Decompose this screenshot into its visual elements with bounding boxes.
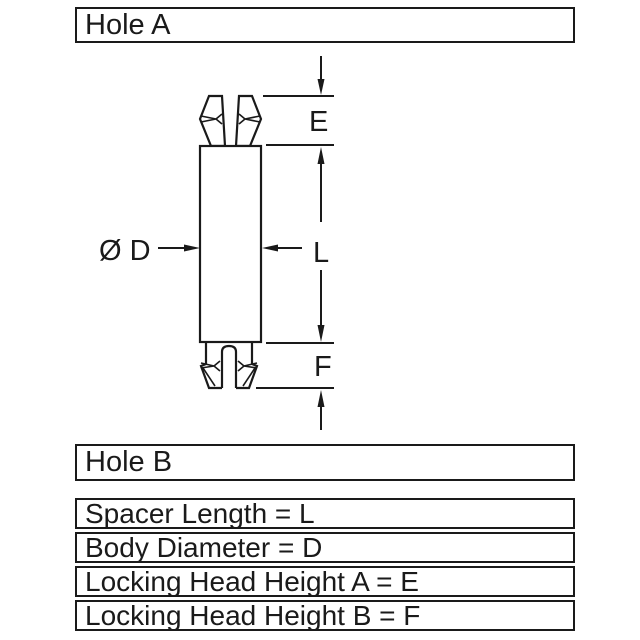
legend-row-locking-head-height-b: Locking Head Height B = F [75,600,575,631]
left-foot-chamfer-line [202,367,216,387]
dim-d-leader [158,244,200,252]
bottom-right-prong [236,342,259,390]
arrowhead-down-to-head-a-top [317,79,325,95]
arrowhead-right-to-body-left-edge [184,244,200,252]
legend-table: Spacer Length = L Body Diameter = D Lock… [75,498,575,634]
spacer-body-outline [198,144,263,344]
dim-f-arrows [317,390,325,430]
arrowhead-down-to-body-bottom [317,325,325,342]
dim-f-label: F [314,351,332,383]
dim-l-label: L [313,237,329,269]
hole-b-label: Hole B [85,446,173,478]
arrowhead-up-to-head-b-bottom [317,390,325,407]
legend-row-spacer-length: Spacer Length = L [75,498,575,529]
bottom-locking-head [199,342,259,390]
hole-a-label: Hole A [85,9,171,41]
bottom-slot-arch [220,344,238,388]
hole-a-box: Hole A [75,7,575,43]
arrowhead-up-to-body-top [317,147,325,164]
dim-e-label: E [309,106,328,138]
bottom-left-prong [199,342,222,390]
dim-l-leader [262,244,302,252]
top-locking-head [198,94,263,148]
dim-d-label: Ø D [99,235,151,267]
hole-b-box: Hole B [75,444,575,481]
legend-row-body-diameter: Body Diameter = D [75,532,575,563]
right-foot-chamfer-line [242,367,256,387]
dim-e-arrows [317,56,325,164]
arrowhead-left-to-body-right-edge [262,244,278,252]
legend-row-locking-head-height-a: Locking Head Height A = E [75,566,575,597]
dim-l-arrows [317,162,325,342]
